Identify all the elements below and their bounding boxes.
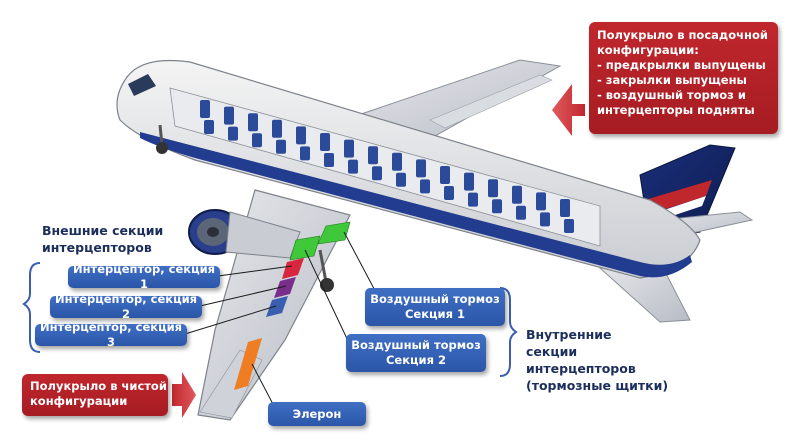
airbrake-1-text: Воздушный тормоз [370, 292, 500, 306]
aileron-surface [234, 338, 262, 390]
seat [464, 172, 474, 191]
seat [536, 192, 546, 211]
seat [368, 146, 378, 165]
aileron-text: Элерон [292, 406, 342, 421]
seat [224, 106, 234, 125]
outer-spoilers-bracket [22, 262, 41, 353]
clean-config-line: Полукрыло в чистой [30, 379, 167, 393]
seat [560, 199, 570, 217]
seat [516, 205, 526, 220]
seat [204, 120, 214, 134]
outer-spoilers-title-line: Внешние секции [42, 223, 164, 238]
landing-config-callout: Полукрыло в посадочной конфигурации: - п… [589, 22, 778, 134]
seat [488, 179, 498, 198]
callout-line: - закрылки выпущены [597, 73, 747, 87]
seat [492, 199, 502, 214]
seat [372, 166, 382, 181]
airbrake-section-2 [289, 235, 321, 261]
inner-spoilers-line: секции [526, 344, 578, 359]
callout-line: Полукрыло в посадочной [597, 28, 768, 42]
spoiler-section-2 [274, 277, 296, 298]
arrow-left-icon [552, 84, 585, 136]
inner-spoilers-line: интерцепторов [526, 361, 636, 376]
seat [276, 139, 286, 154]
outer-spoilers-title-line: интерцепторов [42, 240, 152, 255]
airbrake-section-1-label: Воздушный тормоз Секция 1 [365, 288, 505, 326]
inner-spoilers-bracket [499, 287, 518, 377]
spoiler-section-3-text: Интерцептор, секция 3 [39, 320, 183, 349]
seat [248, 113, 258, 132]
outer-spoilers-title: Внешние секции интерцепторов [42, 222, 163, 256]
spoiler-section-3 [266, 296, 288, 317]
seat [320, 133, 330, 151]
seat [444, 186, 454, 200]
inner-spoilers-title: Внутренние секции интерцепторов (тормозн… [526, 326, 668, 394]
inner-spoilers-line: Внутренние [526, 327, 612, 342]
seat [348, 159, 358, 174]
spoiler-section-1-label: Интерцептор, секция 1 [68, 262, 220, 291]
seat [396, 172, 406, 187]
clean-config-line: конфигурации [30, 394, 128, 408]
seat [200, 100, 210, 118]
seat [296, 126, 306, 145]
seat [228, 126, 238, 141]
seat [272, 119, 282, 138]
spoiler-section-3-label: Интерцептор, секция 3 [35, 320, 187, 349]
seat [392, 152, 402, 171]
callout-line: интерцепторы подняты [597, 103, 755, 117]
seat [420, 179, 430, 194]
seat [512, 185, 522, 204]
spoiler-section-2-label: Интерцептор, секция 2 [50, 292, 202, 321]
airbrake-1-text: Секция 1 [404, 307, 465, 321]
seat [324, 153, 334, 167]
seat [300, 146, 310, 161]
airbrake-section-2-label: Воздушный тормоз Секция 2 [346, 334, 486, 372]
inner-spoilers-line: (тормозные щитки) [526, 378, 669, 393]
seat [540, 212, 550, 227]
airbrake-2-text: Секция 2 [385, 353, 446, 367]
engine-nacelle [188, 209, 301, 259]
seat [564, 219, 574, 233]
clean-config-callout: Полукрыло в чистой конфигурации [22, 374, 168, 416]
seat [252, 133, 262, 148]
spoiler-section-1 [282, 258, 304, 279]
airbrake-2-text: Воздушный тормоз [351, 338, 481, 352]
nose-landing-gear [156, 124, 168, 154]
seat [416, 159, 426, 178]
callout-line: - воздушный тормоз и [597, 88, 746, 102]
arrow-right-icon [172, 372, 196, 418]
seat [440, 166, 450, 184]
spoiler-section-1-text: Интерцептор, секция 1 [72, 262, 216, 291]
seat [468, 192, 478, 207]
callout-line: - предкрылки выпущены [597, 58, 766, 72]
airbrake-section-1 [317, 221, 351, 245]
callout-line: конфигурации: [597, 43, 699, 57]
seat [344, 139, 354, 158]
aileron-label: Элерон [268, 402, 366, 426]
passenger-seats [200, 100, 574, 233]
spoiler-section-2-text: Интерцептор, секция 2 [54, 292, 198, 321]
control-surfaces [234, 221, 351, 390]
